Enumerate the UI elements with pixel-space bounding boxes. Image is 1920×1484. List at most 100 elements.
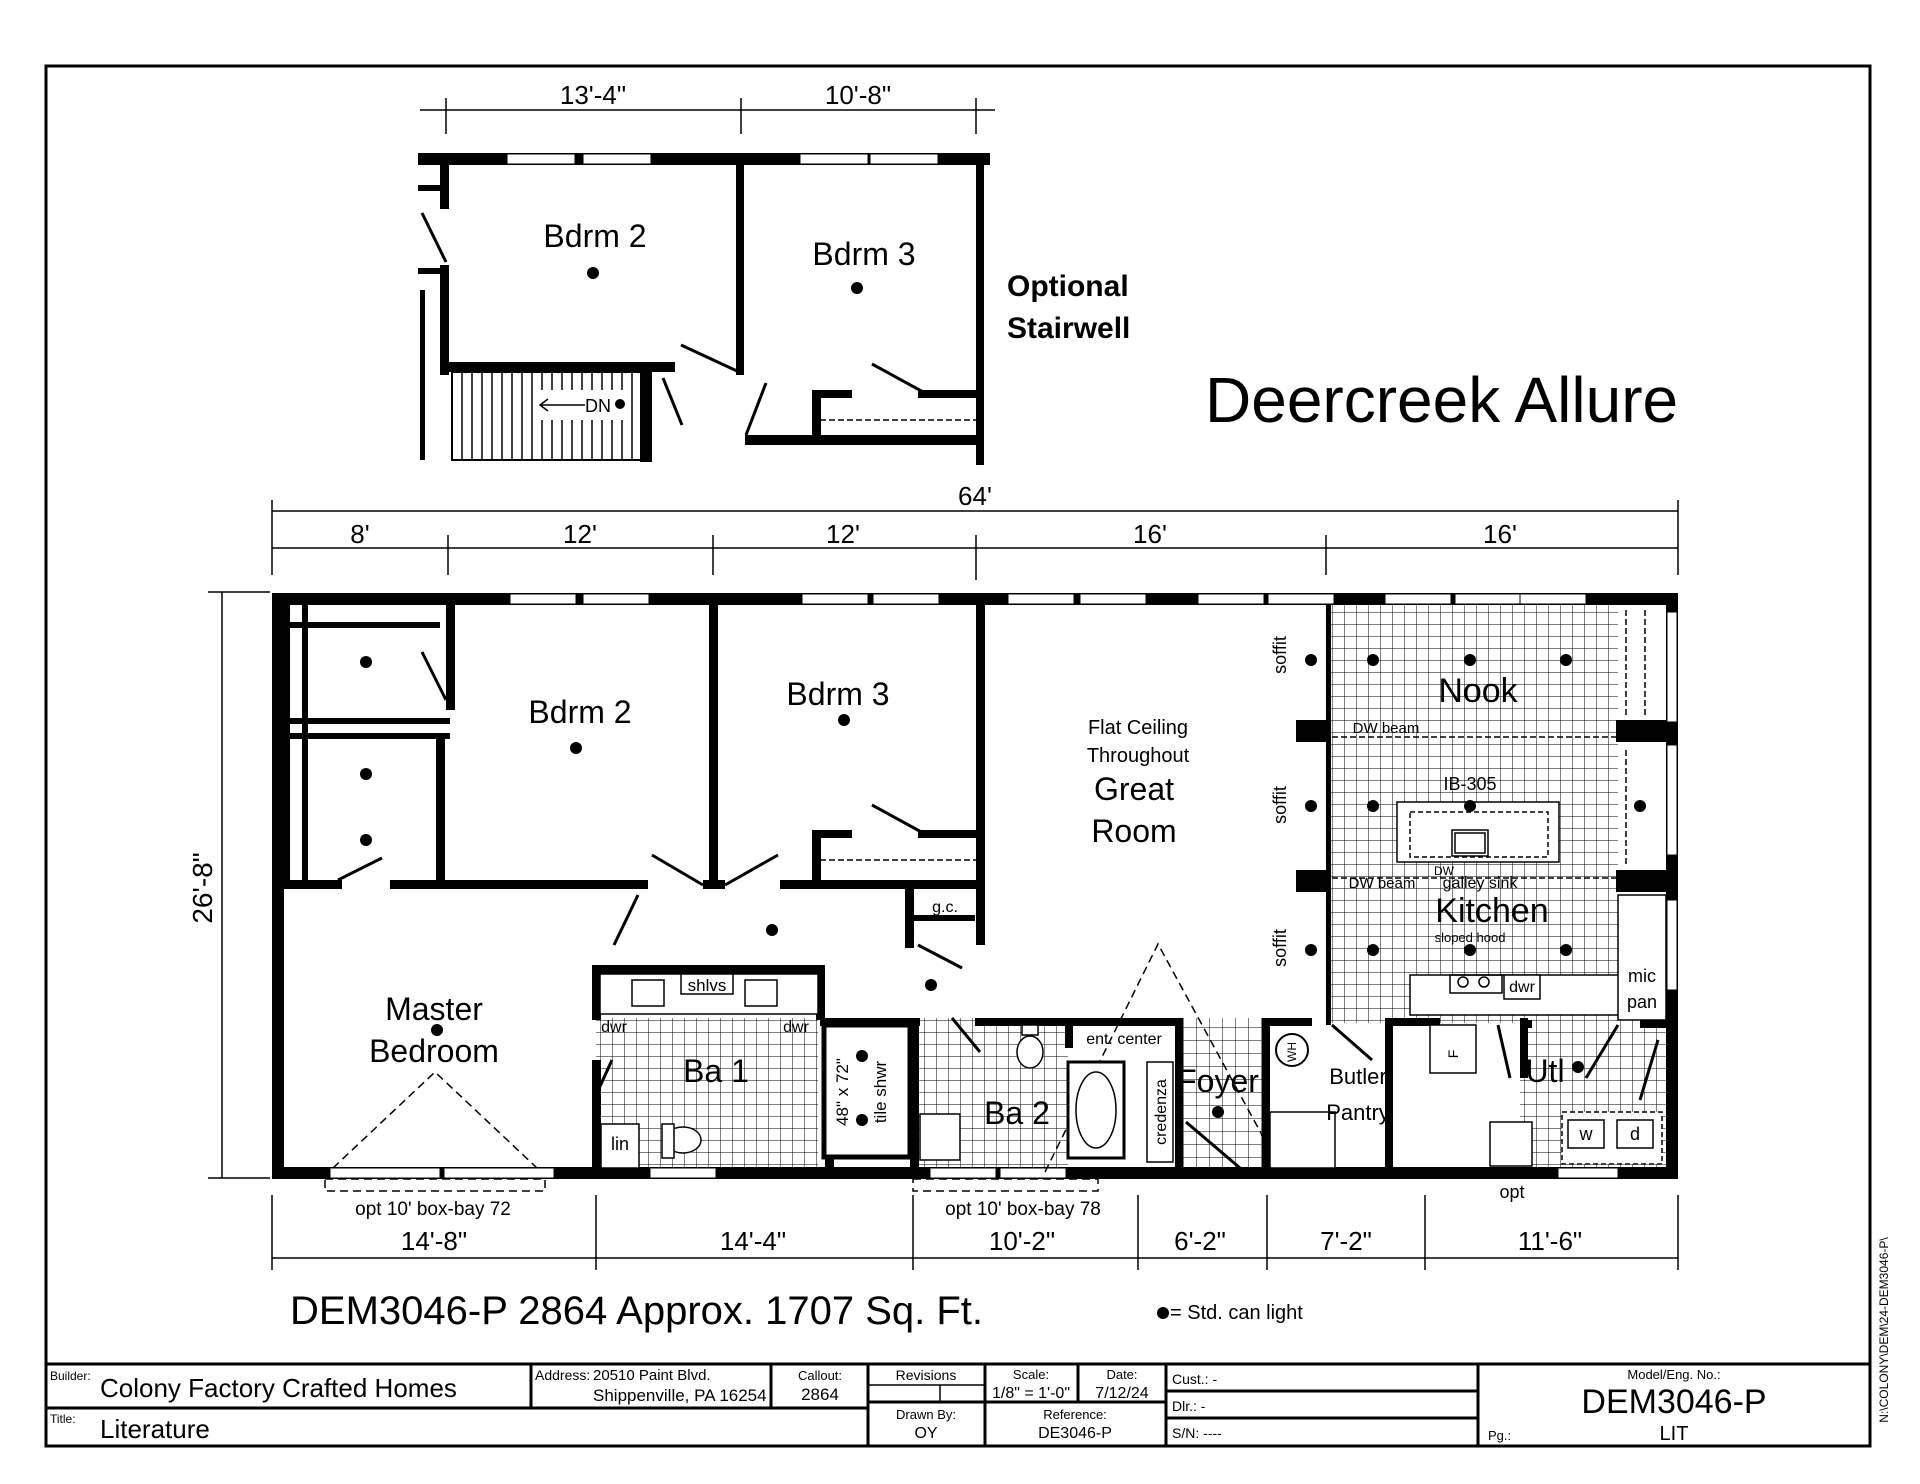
- tb-pg-label: Pg.:: [1488, 1428, 1511, 1443]
- tb-reference-label: Reference:: [1043, 1407, 1107, 1422]
- plan-headline: DEM3046-P 2864 Approx. 1707 Sq. Ft.: [290, 1289, 983, 1333]
- dw-label: DW: [1434, 864, 1455, 878]
- w-label: w: [1579, 1124, 1594, 1144]
- stair-dn-label: DN: [585, 396, 611, 416]
- tb-title: Literature: [100, 1414, 210, 1444]
- room-utl: Utl: [1525, 1053, 1564, 1089]
- inset-room-bdrm3: Bdrm 3: [812, 236, 915, 272]
- can-lights: [360, 654, 1646, 1126]
- shower-size-label: 48" x 72": [833, 1058, 852, 1126]
- tb-callout: 2864: [801, 1385, 839, 1404]
- flat-ceiling-note: Flat Ceiling: [1088, 717, 1188, 739]
- tb-model-label: Model/Eng. No.:: [1627, 1367, 1720, 1382]
- side-path: N:\COLONY\DEM\24-DEM3046-P\: [1877, 1237, 1891, 1423]
- room-ba2: Ba 2: [984, 1095, 1050, 1131]
- tb-dlr: Dlr.: -: [1172, 1398, 1206, 1414]
- top-windows: [509, 593, 1587, 605]
- tb-callout-label: Callout:: [798, 1368, 842, 1383]
- optional-stairwell-note-2: Stairwell: [1007, 312, 1130, 345]
- tb-revisions-label: Revisions: [896, 1367, 957, 1383]
- shower-tile-label: tile shwr: [871, 1060, 890, 1123]
- gc-label: g.c.: [932, 899, 958, 916]
- room-bdrm3: Bdrm 3: [786, 676, 889, 712]
- room-nook: Nook: [1438, 672, 1518, 710]
- room-foyer: Foyer: [1177, 1063, 1259, 1099]
- tb-model: DEM3046-P: [1581, 1383, 1766, 1421]
- title-block: [46, 1362, 1870, 1446]
- soffit-1: soffit: [1270, 636, 1290, 674]
- room-master-2: Bedroom: [369, 1033, 499, 1069]
- f-label: F: [1445, 1050, 1461, 1059]
- room-ba1: Ba 1: [683, 1053, 749, 1089]
- opt-label: opt: [1499, 1182, 1524, 1202]
- dim-bottom-4: 6'-2": [1174, 1226, 1226, 1256]
- water-heater: [1275, 1033, 1309, 1067]
- bottom-windows: [329, 1167, 1619, 1179]
- interior-walls: [284, 605, 1666, 1170]
- inset-dim-1: 13'-4": [560, 80, 626, 110]
- tb-address-label: Address:: [535, 1367, 590, 1383]
- dim-top-4: 16': [1133, 519, 1167, 549]
- tb-address-2: Shippenville, PA 16254: [593, 1386, 767, 1405]
- dwr-ba1-left: dwr: [601, 1019, 627, 1036]
- dim-overall: 64': [958, 481, 992, 511]
- inset-room-bdrm2: Bdrm 2: [543, 218, 646, 254]
- room-kitchen: Kitchen: [1435, 892, 1548, 930]
- tb-date-label: Date:: [1106, 1367, 1137, 1382]
- lin-label: lin: [611, 1134, 629, 1154]
- d-label: d: [1630, 1124, 1640, 1144]
- dw-beam-1: DW beam: [1353, 720, 1420, 737]
- kitchen-counter: [1409, 894, 1667, 1021]
- ba2-fixtures: [919, 1024, 1126, 1161]
- boxbay-mid-label: opt 10' box-bay 78: [945, 1199, 1101, 1220]
- dim-top-3: 12': [826, 519, 860, 549]
- tb-scale-label: Scale:: [1013, 1367, 1049, 1382]
- optional-stairwell-note: Optional: [1007, 270, 1129, 303]
- plan-title: Deercreek Allure: [1205, 364, 1678, 436]
- dim-bottom-6: 11'-6": [1518, 1226, 1582, 1256]
- credenza: [1146, 1061, 1174, 1163]
- dim-top-1: 8': [350, 519, 369, 549]
- tb-address-1: 20510 Paint Blvd.: [593, 1367, 711, 1384]
- dim-bottom-5: 7'-2": [1320, 1226, 1372, 1256]
- tb-drawn-label: Drawn By:: [896, 1407, 956, 1422]
- sloped-hood-label: sloped hood: [1435, 930, 1506, 945]
- dim-bottom-3: 10'-2": [989, 1226, 1055, 1256]
- tb-drawn: OY: [914, 1425, 937, 1442]
- room-great: Great: [1094, 771, 1174, 807]
- ba1-fixtures: [599, 973, 819, 1169]
- dwr-kitchen: dwr: [1509, 979, 1535, 996]
- room-master: Master: [385, 991, 483, 1027]
- flat-ceiling-note-2: Throughout: [1087, 745, 1190, 767]
- room-butler-2: Pantry: [1326, 1100, 1390, 1125]
- tb-cust: Cust.: -: [1172, 1371, 1217, 1387]
- tb-builder-label: Builder:: [50, 1369, 91, 1383]
- shlvs-label: shlvs: [688, 976, 727, 995]
- kitchen-island: [1396, 801, 1560, 863]
- legend-text: = Std. can light: [1170, 1302, 1303, 1324]
- dim-top-5: 16': [1483, 519, 1517, 549]
- pan-label: pan: [1627, 992, 1657, 1012]
- tb-sn: S/N: ----: [1172, 1425, 1222, 1441]
- tb-scale: 1/8" = 1'-0": [992, 1385, 1070, 1402]
- soffit-3: soffit: [1270, 929, 1290, 967]
- galley-sink-label: galley sink: [1443, 875, 1519, 892]
- top-dimensions: [271, 500, 1679, 580]
- wh-label: WH: [1285, 1042, 1299, 1062]
- side-dimension: [208, 591, 270, 1179]
- ib-label: IB-305: [1443, 774, 1496, 794]
- boxbay-left-label: opt 10' box-bay 72: [355, 1199, 511, 1220]
- bottom-dimensions: [271, 1195, 1679, 1270]
- soffit-2: soffit: [1270, 786, 1290, 824]
- ent-center-label: ent. center: [1086, 1031, 1162, 1048]
- dim-top-2: 12': [563, 519, 597, 549]
- right-windows: [1666, 611, 1678, 991]
- dwr-ba1-right: dwr: [783, 1019, 809, 1036]
- sheet-border: [44, 64, 1872, 1448]
- dw-beam-2: DW beam: [1349, 875, 1416, 892]
- inset-dim-2: 10'-8": [825, 80, 891, 110]
- tb-title-label: Title:: [50, 1412, 76, 1426]
- upper-inset: 13'-4" 10'-8": [418, 80, 1130, 465]
- tb-date: 7/12/24: [1095, 1385, 1148, 1402]
